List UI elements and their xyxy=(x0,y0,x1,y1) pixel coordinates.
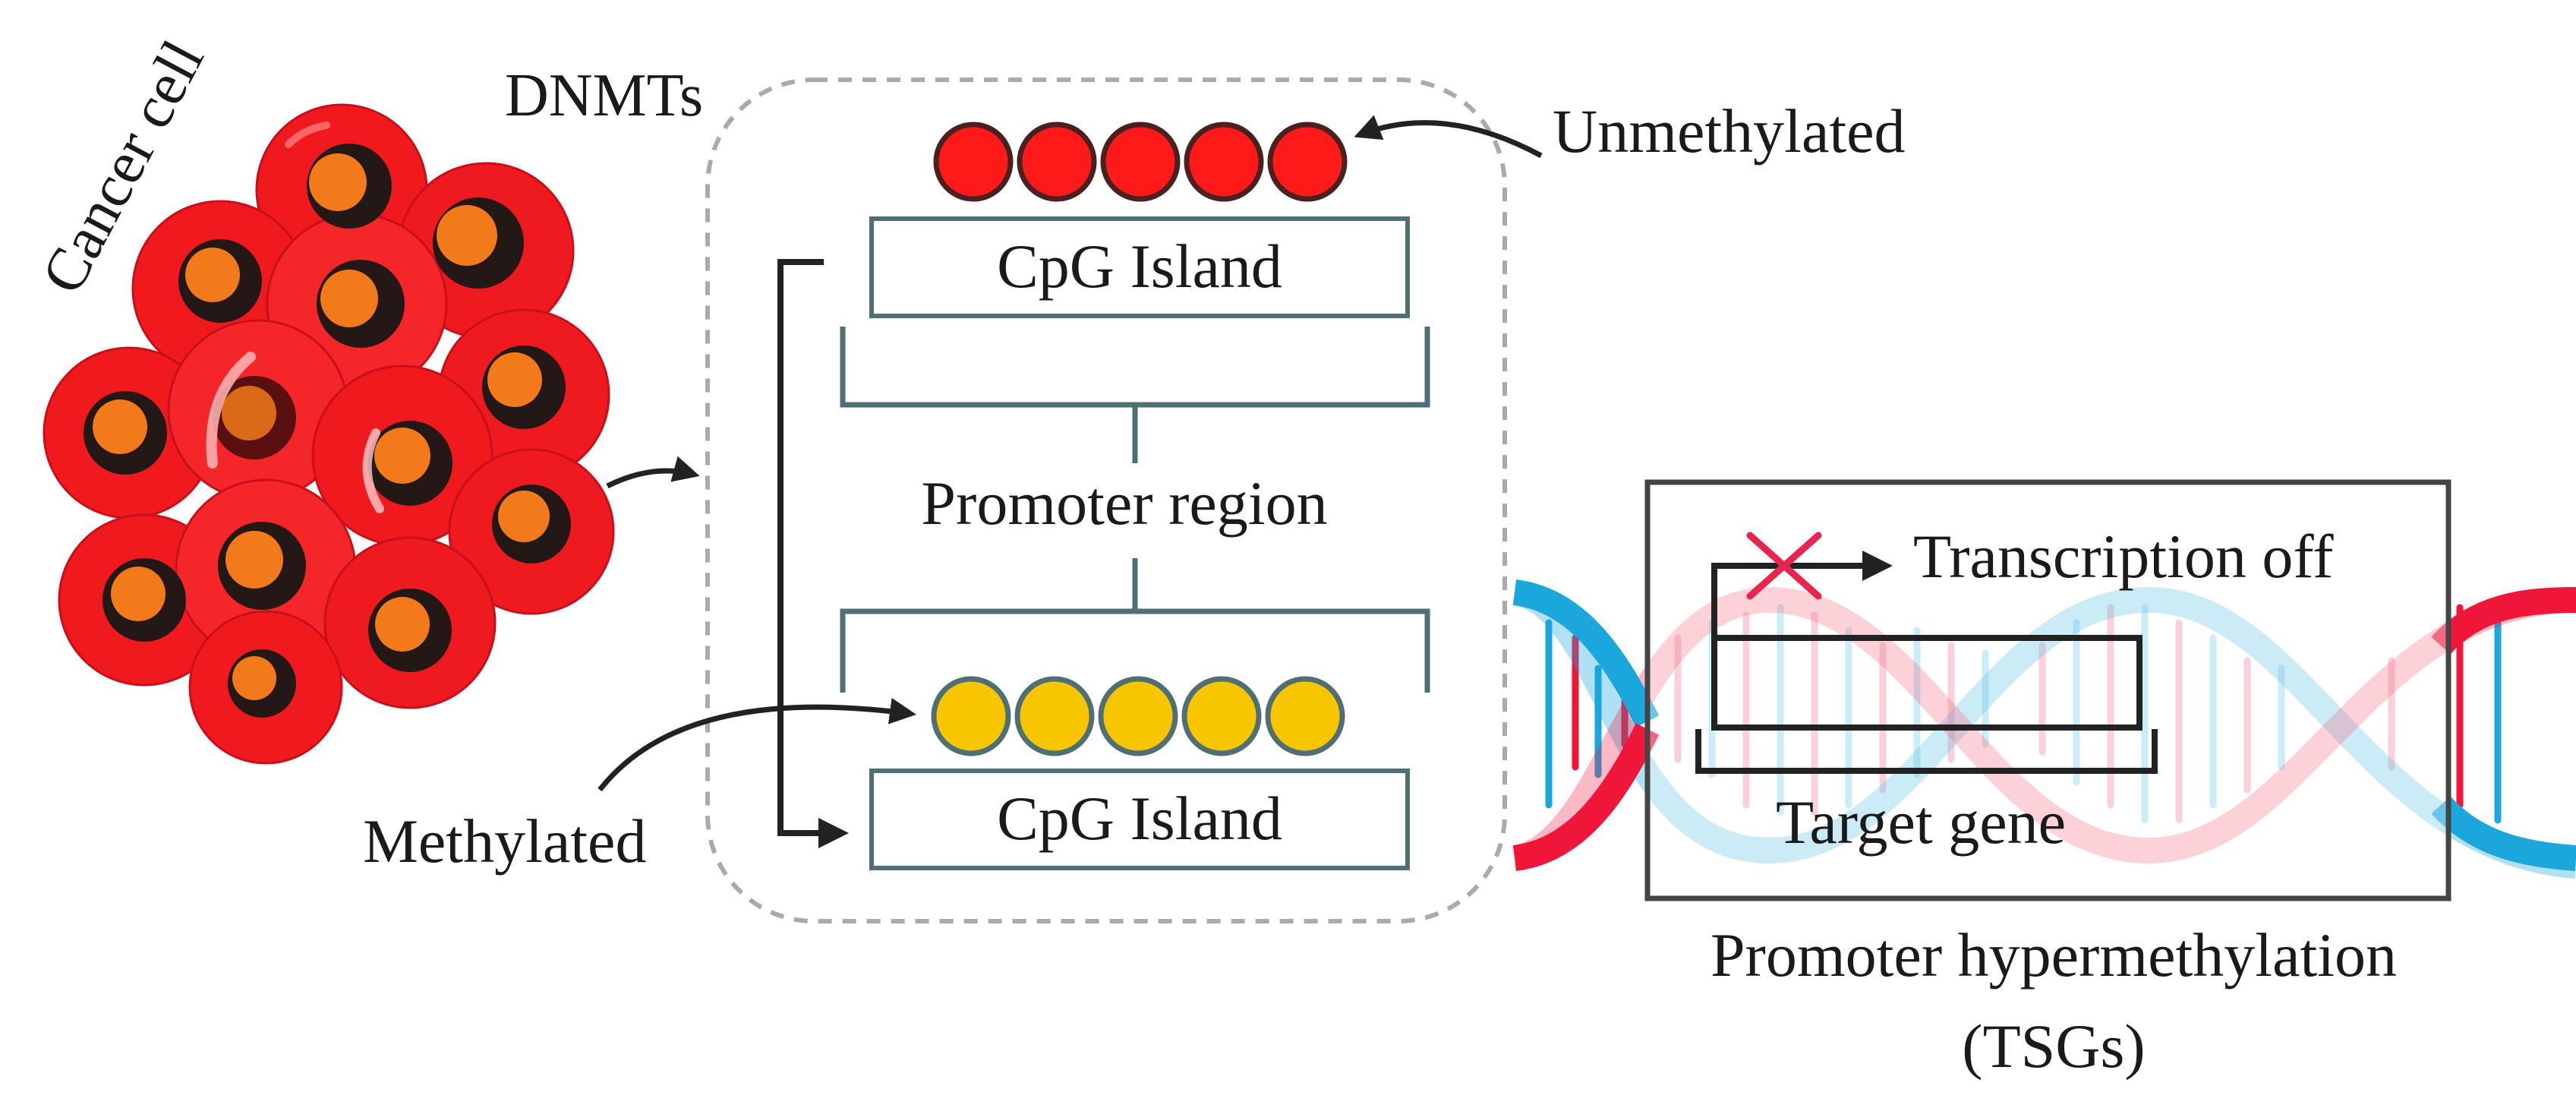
unmethylated-cpg-sites xyxy=(933,122,1348,202)
transcription-off-label: Transcription off xyxy=(1913,522,2334,591)
blocked-cross-icon xyxy=(1746,532,1822,600)
transcription-arrow xyxy=(1711,551,1893,638)
promoter-hypermethylation-label: Promoter hypermethylation xyxy=(1711,920,2397,990)
target-gene-box xyxy=(1711,635,2142,731)
target-gene-label: Target gene xyxy=(1776,788,2066,857)
methylated-label: Methylated xyxy=(363,807,646,876)
cpg-island-box-top xyxy=(869,216,1410,318)
cpg-island-label-top: CpG Island xyxy=(997,232,1282,301)
methylated-cpg-sites xyxy=(931,676,1345,756)
cpg-island-label-bottom: CpG Island xyxy=(997,784,1282,853)
methylation-transfer-arrow xyxy=(777,259,849,848)
promoter-detail-frame xyxy=(705,77,1507,923)
cancer-cell-cluster: Cancer cell xyxy=(29,30,615,765)
cancer-cell-icon xyxy=(43,103,615,765)
methylated-pointer-arrow xyxy=(597,697,916,792)
unmethylated-label: Unmethylated xyxy=(1553,96,1906,166)
unmethylated-pointer-arrow xyxy=(1354,115,1543,159)
promoter-bracket-bottom xyxy=(840,558,1430,693)
cpg-island-box-bottom xyxy=(869,769,1410,870)
promoter-bracket-top xyxy=(840,327,1430,463)
promoter-region-label: Promoter region xyxy=(921,469,1327,538)
target-gene-bracket xyxy=(1695,729,2158,774)
target-gene-frame xyxy=(1644,479,2451,901)
dnmts-label: DNMTs xyxy=(505,62,703,129)
tsgs-label: (TSGs) xyxy=(1962,1012,2145,1081)
cells-to-promoter-arrow xyxy=(606,456,700,489)
